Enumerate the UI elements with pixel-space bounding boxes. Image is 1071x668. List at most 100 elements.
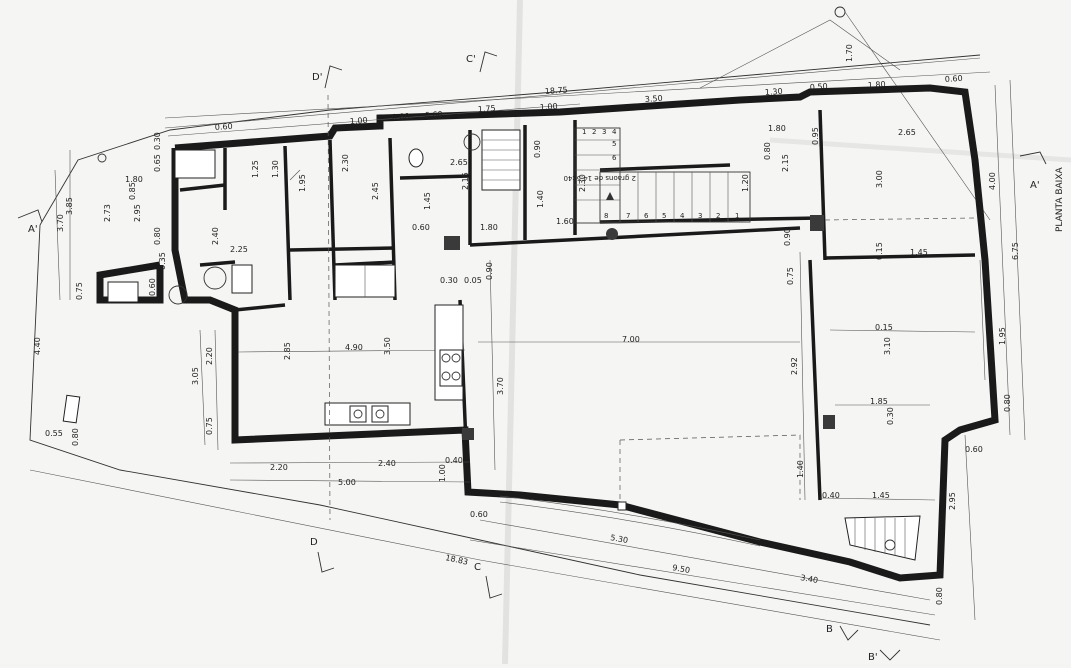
dim-label: 1.80 — [768, 124, 786, 133]
dim-label: 0.15 — [875, 242, 884, 260]
step-label: 4 — [612, 128, 617, 136]
drawing-title: PLANTA BAIXA — [1055, 166, 1065, 232]
dim-label: 1.80 — [868, 80, 886, 90]
dim-label: 9.50 — [672, 563, 691, 575]
dim-label: 0.80 — [1003, 394, 1012, 412]
dim-label: 0.60 — [945, 74, 963, 84]
section-label: B — [826, 624, 833, 635]
dim-label: 0.95 — [811, 127, 820, 145]
dim-label: 0.80 — [392, 112, 410, 122]
step-label: 5 — [612, 140, 616, 148]
dim-label: 2.95 — [133, 204, 142, 222]
dim-label: 0.60 — [412, 223, 430, 232]
dim-label: 1.70 — [845, 44, 854, 62]
site-marker — [62, 394, 81, 424]
section-label: A' — [28, 224, 38, 235]
dimension-lines — [54, 57, 1026, 621]
dim-label: 1.75 — [478, 104, 496, 114]
dim-label: 1.95 — [298, 174, 307, 192]
dim-label: 0.65 — [153, 154, 162, 172]
kitchen-counter — [324, 402, 411, 426]
dim-label: 2.15 — [461, 172, 470, 190]
site-boundary — [29, 11, 991, 641]
dim-label: 5.30 — [610, 533, 629, 545]
dim-label: 0.60 — [215, 122, 233, 132]
dim-label: 0.90 — [783, 228, 792, 246]
dim-label: 1.45 — [872, 491, 890, 500]
dim-label: 2.85 — [283, 342, 292, 360]
dim-label: 2.65 — [898, 128, 916, 137]
openings — [289, 169, 986, 547]
dim-label: 0.80 — [153, 227, 162, 245]
dim-label: 2.20 — [205, 347, 214, 365]
cooktop — [439, 349, 463, 387]
dim-label: 3.50 — [645, 94, 663, 104]
step-label: 7 — [626, 212, 630, 220]
step-label: 6 — [612, 154, 617, 162]
step-label: 8 — [604, 212, 608, 220]
dim-label: 2.30 — [578, 174, 587, 192]
dim-label: 6.75 — [1011, 242, 1020, 260]
dim-label: 0.35 — [158, 252, 167, 270]
dim-label: 3.05 — [191, 367, 200, 385]
dim-label: 3.70 — [496, 377, 505, 395]
dim-label: 0.05 — [464, 276, 482, 285]
dim-label: 2.45 — [371, 182, 380, 200]
dim-label: 1.20 — [741, 174, 750, 192]
step-label: 2 — [716, 212, 720, 220]
stair-note: 2 graons de 14.5x40 — [564, 174, 637, 182]
dim-label: 2.95 — [948, 492, 957, 510]
dim-label: 0.90 — [533, 140, 542, 158]
dim-label: 0.60 — [965, 445, 983, 454]
step-label: 6 — [644, 212, 649, 220]
dim-label: 2.65 — [450, 158, 468, 167]
step-label: 2 — [592, 128, 596, 136]
dim-label: 1.45 — [910, 248, 928, 257]
step-label: 5 — [662, 212, 666, 220]
sink-round — [203, 266, 227, 290]
dim-label: 4.00 — [988, 172, 997, 190]
dim-label: 3.40 — [800, 573, 819, 585]
dim-label: 2.15 — [781, 154, 790, 172]
dim-label: 0.55 — [45, 429, 63, 438]
dim-label: 0.80 — [71, 428, 80, 446]
staircase — [574, 127, 751, 240]
dim-label: 0.30 — [440, 276, 458, 285]
section-label: D' — [312, 72, 322, 83]
step-label: 4 — [680, 212, 685, 220]
dim-label: 0.60 — [470, 510, 488, 519]
dim-label: 1.95 — [998, 327, 1007, 345]
dim-label: 1.85 — [870, 397, 888, 406]
dim-label: 2.20 — [270, 463, 288, 472]
dim-label: 3.10 — [883, 337, 892, 355]
dim-label: 4.40 — [33, 337, 42, 355]
step-label: 3 — [602, 128, 606, 136]
columns — [444, 215, 835, 440]
section-label: C — [474, 562, 481, 573]
dim-label: 2.30 — [341, 154, 350, 172]
dim-label: 18.75 — [545, 85, 568, 96]
dim-label: 3.85 — [65, 197, 74, 215]
step-label: 1 — [735, 212, 739, 220]
dim-label: 1.80 — [480, 223, 498, 232]
dim-label: 0.60 — [425, 110, 443, 120]
dimension-labels: 18.75 0.60 1.00 0.80 0.60 1.75 1.00 3.50… — [33, 44, 1020, 605]
dim-label: 3.00 — [875, 170, 884, 188]
dim-label: 2.73 — [103, 204, 112, 222]
toilet — [408, 148, 424, 168]
dim-label: 1.30 — [271, 160, 280, 178]
step-label: 1 — [582, 128, 586, 136]
dim-label: 0.50 — [810, 82, 828, 92]
dim-label: 1.45 — [423, 192, 432, 210]
section-label: C' — [466, 54, 476, 65]
dim-label: 0.75 — [205, 417, 214, 435]
dim-label: 1.00 — [540, 102, 558, 112]
dim-label: 5.00 — [338, 478, 356, 487]
dim-label: 2.92 — [790, 357, 799, 375]
fixtures — [62, 6, 921, 561]
dim-label: 1.40 — [536, 190, 545, 208]
dim-label: 2.40 — [378, 459, 396, 468]
section-markers: D' C' D C B B' A' A' — [17, 51, 1047, 663]
dim-label: 1.30 — [765, 87, 783, 97]
